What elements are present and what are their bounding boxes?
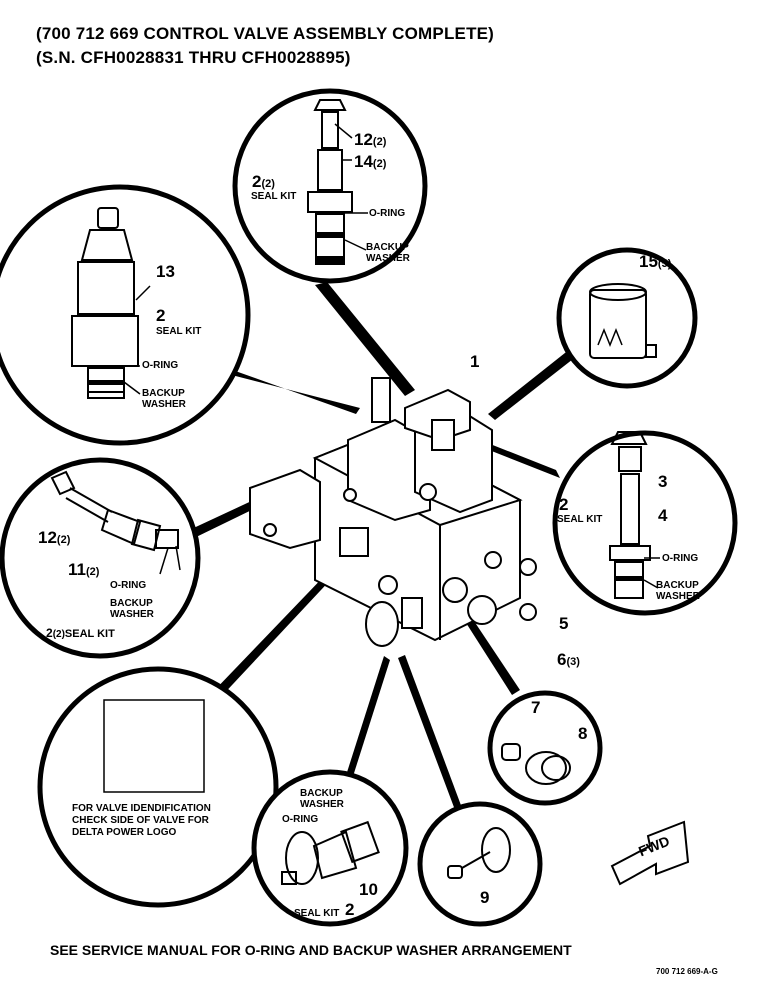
seal-kit-label-bottom: SEAL KIT (294, 908, 340, 919)
valve-block-assembly (249, 377, 537, 647)
logo-note-line-3: DELTA POWER LOGO (72, 827, 177, 838)
detail-circle-bottom-right (487, 690, 603, 806)
detail-circle-left (0, 457, 201, 659)
seal-kit-label-upper-left: SEAL KIT (156, 326, 202, 337)
o-ring-label-top: O-RING (369, 208, 406, 219)
detail-circle-bottom-center (417, 801, 543, 927)
callout-6: 6(3) (557, 650, 580, 669)
callout-7: 7 (531, 698, 541, 717)
leader-lines (185, 282, 582, 810)
callout-13: 13 (156, 262, 175, 281)
callout-10: 10 (359, 880, 378, 899)
washer-label-left: WASHER (110, 609, 154, 620)
callout-4: 4 (658, 506, 668, 525)
footer-note: SEE SERVICE MANUAL FOR O-RING AND BACKUP… (50, 942, 572, 958)
callout-1: 1 (470, 352, 480, 371)
backup-label-top: BACKUP (366, 242, 409, 253)
callout-3: 3 (658, 472, 668, 491)
washer-label-right: WASHER (656, 591, 700, 602)
figure-id: 700 712 669-A-G (656, 967, 718, 976)
backup-label-upper-left: BACKUP (142, 388, 185, 399)
backup-label-bottom: BACKUP (300, 788, 343, 799)
callout-2-upper-left: 2 (156, 306, 166, 325)
washer-label-upper-left: WASHER (142, 399, 186, 410)
callout-15: 15(5) (639, 252, 672, 271)
o-ring-label-right: O-RING (662, 553, 699, 564)
callout-5: 5 (559, 614, 569, 633)
washer-label-bottom: WASHER (300, 799, 344, 810)
callout-2-right: 2 (559, 495, 569, 514)
callout-11: 11(2) (68, 560, 100, 579)
detail-circle-bottom-mid (251, 769, 409, 927)
o-ring-label-bottom: O-RING (282, 814, 319, 825)
seal-kit-label-top: SEAL KIT (251, 191, 297, 202)
seal-kit-callout-left: 2(2)SEAL KIT (46, 626, 115, 640)
callout-14-top: 14(2) (354, 152, 387, 171)
callout-12-top: 12(2) (354, 130, 387, 149)
o-ring-label-upper-left: O-RING (142, 360, 179, 371)
callout-2-bottom: 2 (345, 900, 355, 919)
detail-circle-right (552, 430, 738, 616)
fwd-arrow-icon (610, 820, 690, 886)
detail-circle-top (232, 88, 428, 284)
washer-label-top: WASHER (366, 253, 410, 264)
backup-label-left: BACKUP (110, 598, 153, 609)
callout-8: 8 (578, 724, 588, 743)
callout-2-top: 2(2) (252, 172, 275, 191)
detail-circle-bottom-left (37, 666, 279, 908)
callout-12-left: 12(2) (38, 528, 71, 547)
seal-kit-label-right: SEAL KIT (557, 514, 603, 525)
title-line-2: (S.N. CFH0028831 THRU CFH0028895) (36, 48, 351, 67)
detail-circle-upper-left (0, 184, 251, 446)
logo-note-line-2: CHECK SIDE OF VALVE FOR (72, 815, 209, 826)
logo-note-line-1: FOR VALVE IDENDIFICATION (72, 803, 211, 814)
o-ring-label-left: O-RING (110, 580, 147, 591)
title-line-1: (700 712 669 CONTROL VALVE ASSEMBLY COMP… (36, 24, 495, 43)
detail-circle-upper-right (556, 247, 698, 389)
callout-9: 9 (480, 888, 490, 907)
backup-label-right: BACKUP (656, 580, 699, 591)
